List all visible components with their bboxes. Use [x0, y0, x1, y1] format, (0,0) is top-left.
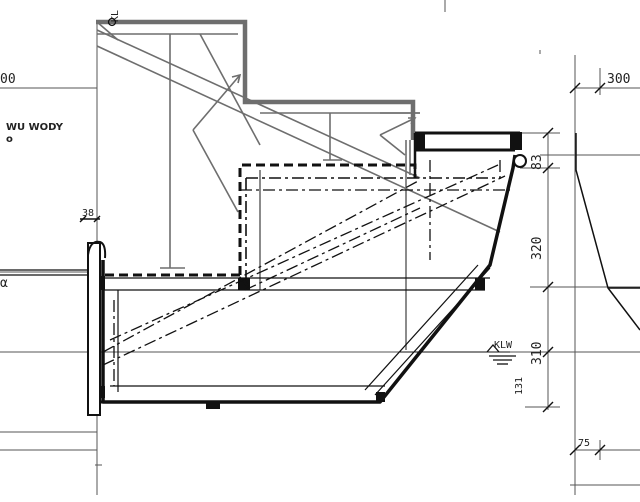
solid-blocks: [97, 132, 522, 409]
dim-75: 75: [578, 438, 590, 449]
grey-structure-lines: [96, 21, 501, 350]
dim-131: 131: [514, 377, 525, 395]
dash-dot-lines: [102, 160, 510, 400]
alpha-label: α: [0, 276, 8, 291]
kl-top-label: KL: [110, 10, 121, 22]
water-note: WU WODY: [6, 122, 64, 133]
upper-step-outline: [96, 19, 416, 140]
ring-fitting: [513, 154, 527, 168]
dim-top-left: 00: [0, 72, 16, 87]
left-rail: [0, 240, 107, 416]
klw-label: KLW: [494, 340, 513, 351]
dim-310: 310: [530, 342, 545, 365]
dim-top-right: 300: [607, 72, 630, 87]
dimension-ticks: [79, 82, 606, 456]
water-note-sub: o: [6, 134, 13, 145]
dashed-inner-step: [105, 163, 500, 291]
hull-outline: [95, 131, 520, 410]
water-level-symbol: [486, 344, 516, 365]
dim-83: 83: [530, 154, 545, 170]
dim-320: 320: [530, 237, 545, 260]
dim-38: 38: [82, 208, 94, 219]
right-profile: [575, 133, 640, 331]
top-marker: [107, 17, 117, 27]
